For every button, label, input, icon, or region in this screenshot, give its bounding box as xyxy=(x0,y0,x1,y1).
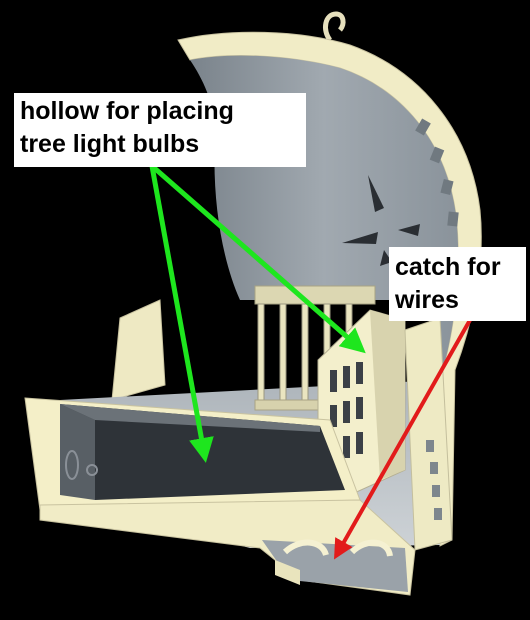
label-hollow-line-2: tree light bulbs xyxy=(20,130,200,158)
left-partition xyxy=(111,299,166,401)
arrow-hollow-to-cavity xyxy=(149,165,214,463)
label-catch: catch for wires xyxy=(389,247,526,321)
hanging-hook xyxy=(322,11,346,42)
arrow-hollow-to-block xyxy=(150,164,366,354)
shell-grooves xyxy=(415,118,459,227)
wire-catch xyxy=(262,539,408,592)
label-catch-line-1: catch for xyxy=(395,253,501,281)
label-hollow-line-1: hollow for placing xyxy=(20,97,234,125)
side-ornament xyxy=(426,440,442,520)
star-cutout xyxy=(342,175,420,266)
arrow-catch-to-base xyxy=(334,319,472,560)
label-catch-line-2: wires xyxy=(395,286,459,314)
label-hollow: hollow for placing tree light bulbs xyxy=(14,93,306,167)
